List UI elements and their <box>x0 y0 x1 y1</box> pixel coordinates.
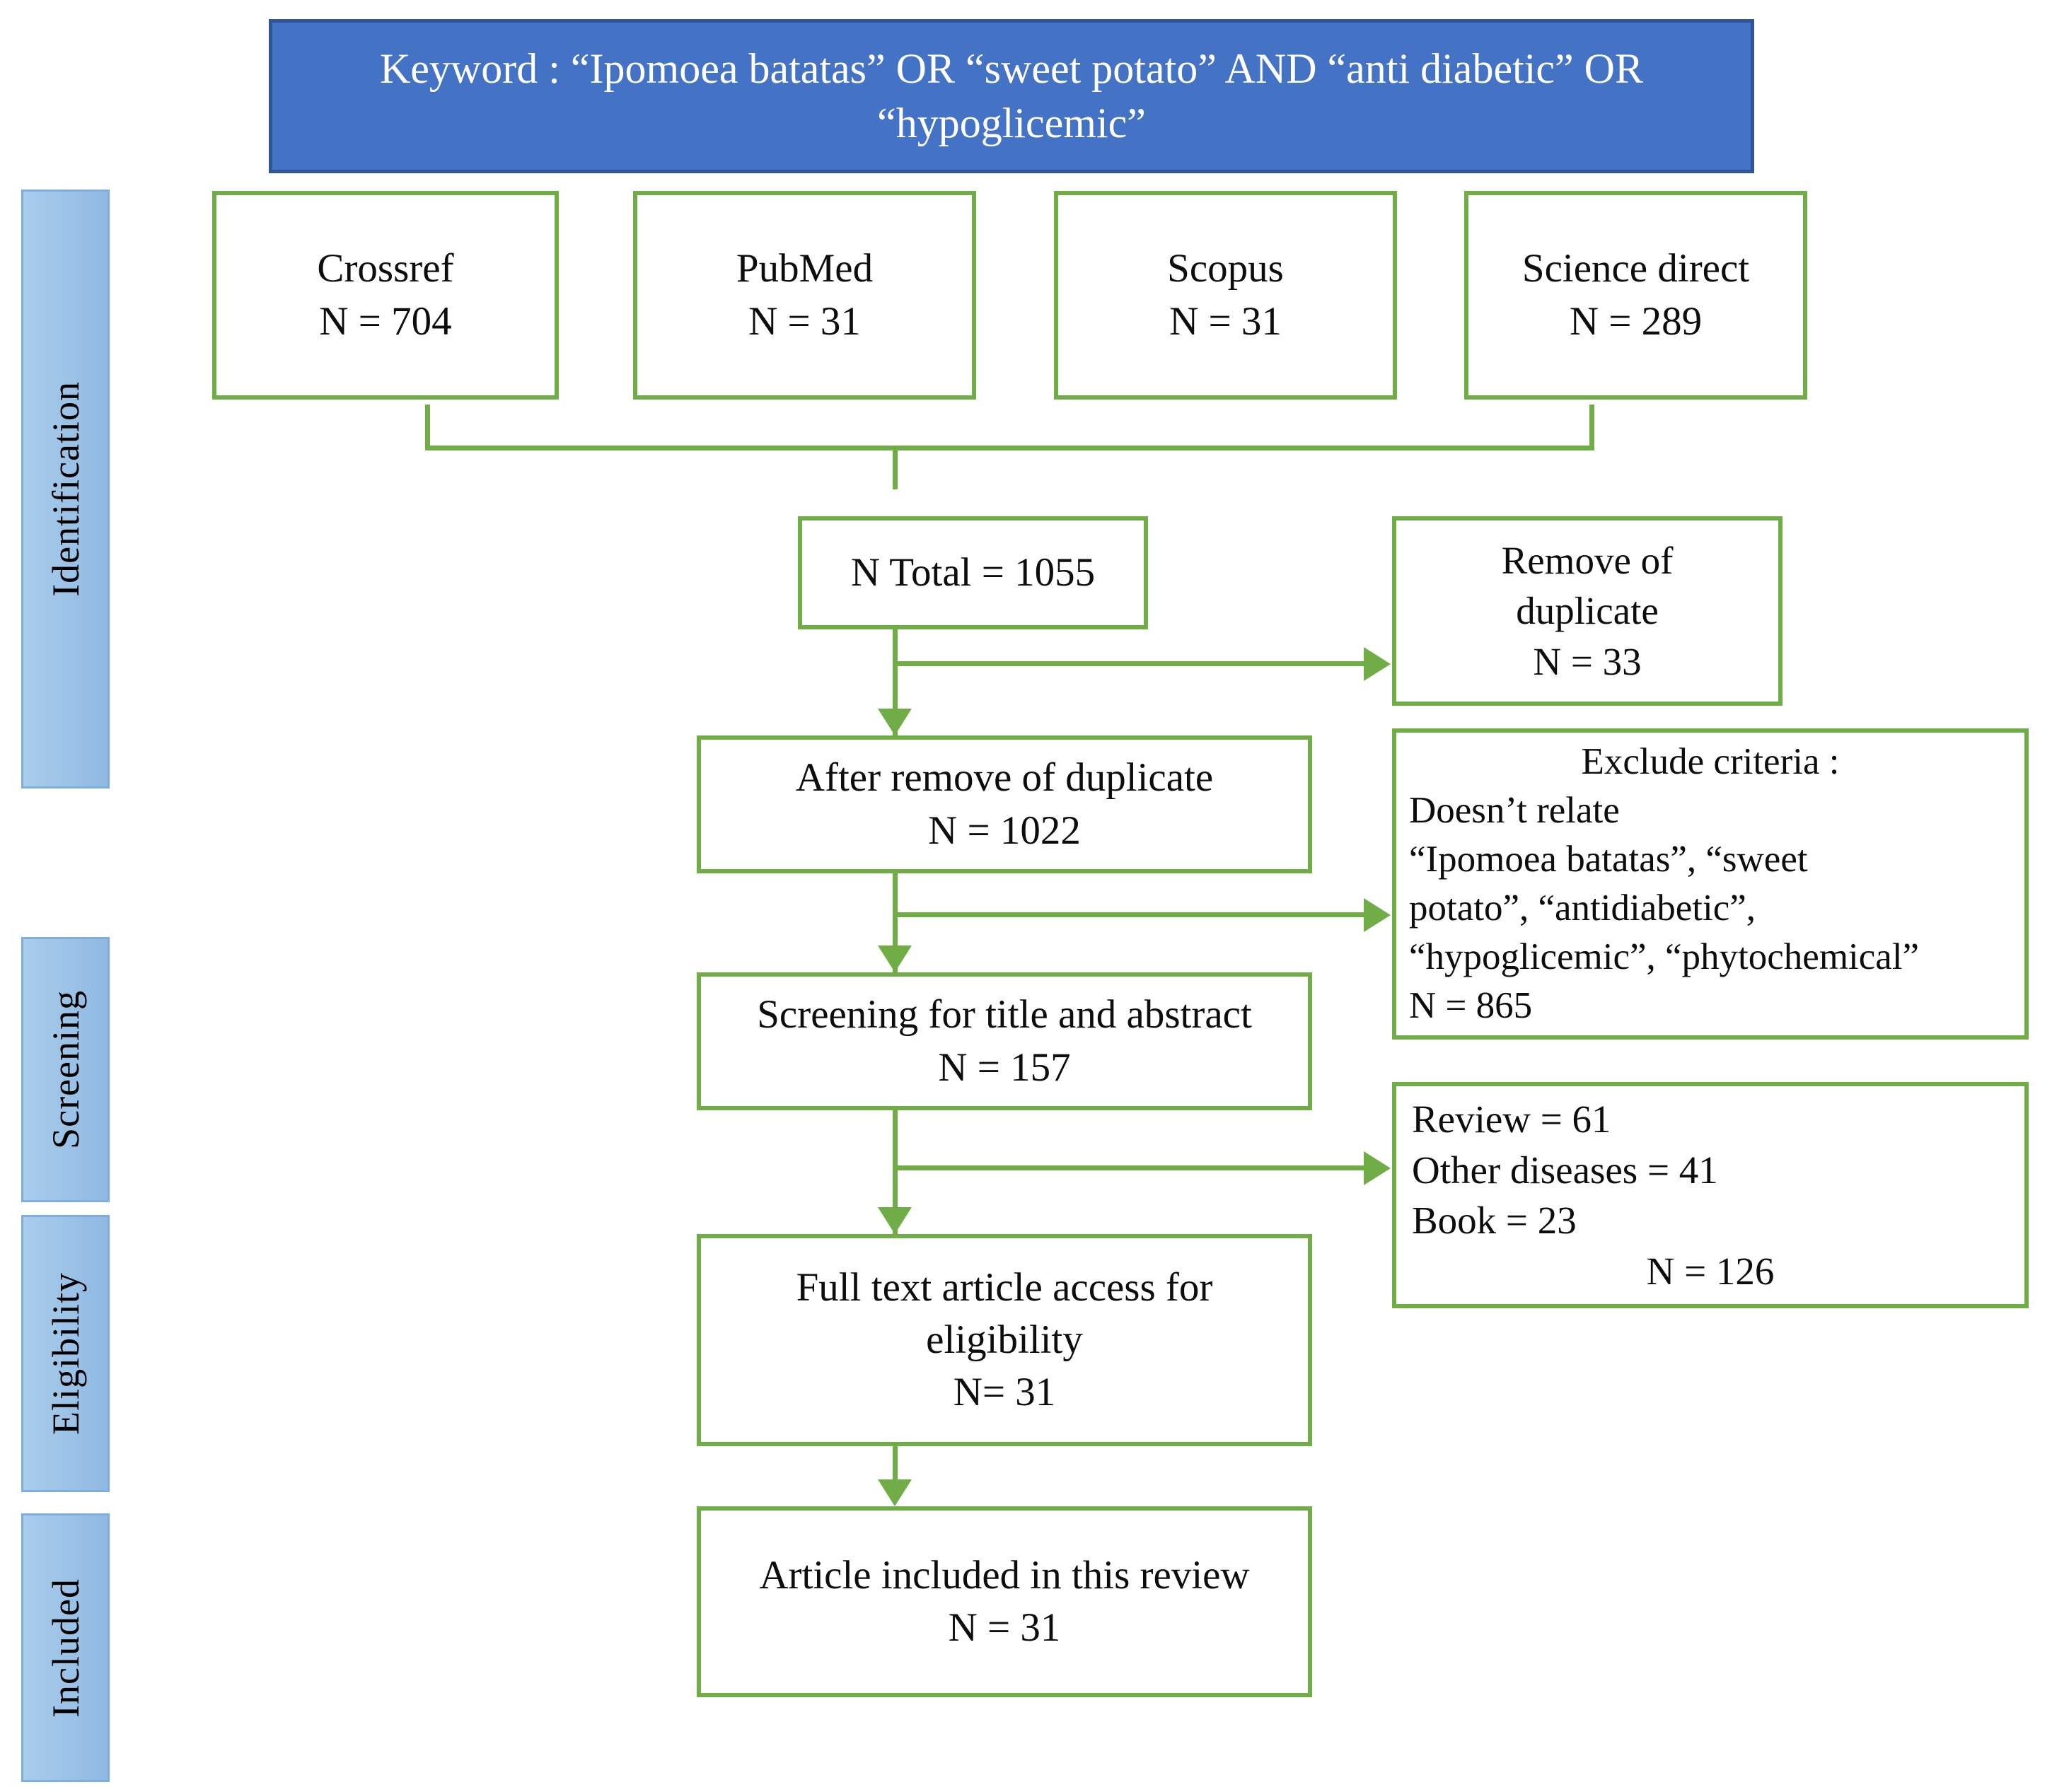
stage-label-eligibility: Eligibility <box>44 1272 87 1435</box>
remove-duplicates-line-2: duplicate <box>1516 589 1659 633</box>
exclude-criteria-line-1: Doesn’t relate <box>1409 790 1620 832</box>
arrowhead-total-to-afterdup <box>878 709 912 735</box>
stage-label-identification: Identification <box>44 381 87 597</box>
screening-count: N = 157 <box>938 1045 1071 1090</box>
connector-bracket-right-stem <box>1589 405 1594 450</box>
exclude-criteria-line-2: “Ipomoea batatas”, “sweet <box>1409 839 1808 880</box>
box-full-text-eligibility: Full text article access for eligibility… <box>697 1234 1312 1446</box>
arrowhead-screening-to-fulltext <box>878 1207 912 1234</box>
source-name-crossref: Crossref <box>317 246 454 291</box>
keyword-banner: Keyword : “Ipomoea batatas” OR “sweet po… <box>269 19 1754 173</box>
included-label: Article included in this review <box>759 1552 1250 1598</box>
connector-bracket-bar <box>425 446 1594 450</box>
source-count-crossref: N = 704 <box>319 298 452 344</box>
exclusion-reasons-count: N = 126 <box>1646 1249 1775 1293</box>
connector-bracket-down-stem <box>893 446 898 489</box>
source-box-crossref: Crossref N = 704 <box>212 191 559 400</box>
arrowhead-to-duplicates <box>1364 647 1391 681</box>
connector-afterdup-down <box>893 873 898 972</box>
remove-duplicates-count: N = 33 <box>1533 639 1642 683</box>
source-box-science-direct: Science direct N = 289 <box>1464 191 1807 400</box>
box-screening-title-abstract: Screening for title and abstract N = 157 <box>697 972 1312 1110</box>
exclude-criteria-count: N = 865 <box>1409 984 1533 1026</box>
keyword-line-2: “hypoglicemic” <box>877 100 1146 146</box>
source-count-scopus: N = 31 <box>1169 298 1282 344</box>
stage-label-included: Included <box>44 1578 87 1718</box>
box-total-records: N Total = 1055 <box>798 516 1148 629</box>
total-records-label: N Total = 1055 <box>850 549 1096 595</box>
keyword-line-1: Keyword : “Ipomoea batatas” OR “sweet po… <box>379 45 1644 93</box>
arrowhead-to-criteria <box>1364 898 1391 932</box>
full-text-count: N= 31 <box>953 1370 1056 1415</box>
source-count-pubmed: N = 31 <box>748 298 861 344</box>
after-duplicates-count: N = 1022 <box>928 808 1081 853</box>
exclude-criteria-line-4: “hypoglicemic”, “phytochemical” <box>1409 936 1920 977</box>
box-articles-included: Article included in this review N = 31 <box>697 1506 1312 1697</box>
box-after-remove-duplicates: After remove of duplicate N = 1022 <box>697 735 1312 873</box>
stage-band-screening: Screening <box>21 937 110 1202</box>
stage-band-eligibility: Eligibility <box>21 1215 110 1492</box>
arrowhead-to-reasons <box>1364 1151 1391 1185</box>
source-name-scopus: Scopus <box>1167 246 1284 291</box>
source-box-pubmed: PubMed N = 31 <box>633 191 976 400</box>
source-name-pubmed: PubMed <box>736 246 874 291</box>
stage-label-screening: Screening <box>44 990 87 1149</box>
connector-fulltext-down <box>893 1446 898 1485</box>
exclusion-reason-other-diseases: Other diseases = 41 <box>1412 1148 1718 1192</box>
full-text-line-2: eligibility <box>926 1317 1083 1362</box>
remove-duplicates-line-1: Remove of <box>1501 538 1674 582</box>
connector-screening-to-reasons <box>893 1165 1365 1170</box>
stage-band-identification: Identification <box>21 190 110 789</box>
exclude-criteria-heading: Exclude criteria : <box>1581 741 1840 783</box>
box-exclusion-reasons: Review = 61 Other diseases = 41 Book = 2… <box>1392 1082 2029 1308</box>
exclude-criteria-line-3: potato”, “antidiabetic”, <box>1409 888 1756 929</box>
screening-label: Screening for title and abstract <box>757 992 1252 1037</box>
arrowhead-fulltext-to-included <box>878 1479 912 1506</box>
connector-afterdup-to-criteria <box>893 912 1365 917</box>
box-exclude-criteria: Exclude criteria : Doesn’t relate “Ipomo… <box>1392 728 2029 1040</box>
connector-total-to-duplicates <box>893 661 1365 666</box>
box-remove-duplicates: Remove of duplicate N = 33 <box>1392 516 1783 706</box>
included-count: N = 31 <box>948 1605 1061 1650</box>
keyword-banner-text: Keyword : “Ipomoea batatas” OR “sweet po… <box>380 42 1643 151</box>
stage-band-included: Included <box>21 1513 110 1782</box>
connector-bracket-left-stem <box>425 405 430 450</box>
source-name-science-direct: Science direct <box>1521 246 1750 291</box>
exclusion-reason-book: Book = 23 <box>1412 1199 1577 1242</box>
after-duplicates-label: After remove of duplicate <box>795 755 1214 801</box>
source-box-scopus: Scopus N = 31 <box>1054 191 1397 400</box>
full-text-line-1: Full text article access for <box>796 1264 1213 1310</box>
exclusion-reason-review: Review = 61 <box>1412 1098 1611 1141</box>
connector-total-down <box>893 629 898 735</box>
source-count-science-direct: N = 289 <box>1569 298 1703 344</box>
arrowhead-afterdup-to-screening <box>878 946 912 972</box>
connector-screening-down <box>893 1110 898 1234</box>
